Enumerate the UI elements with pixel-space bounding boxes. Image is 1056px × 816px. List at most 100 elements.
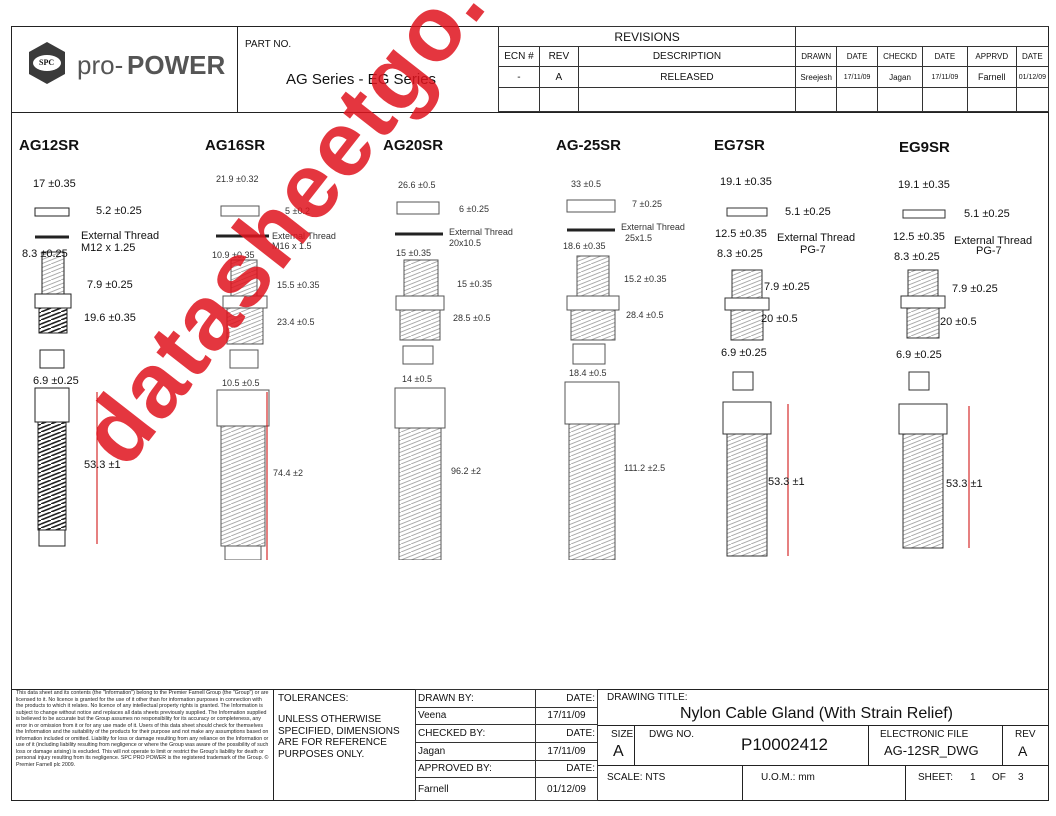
revisions-title: REVISIONS [497,25,797,48]
dim-eg9sr-4: PG-7 [976,245,1002,257]
of-value: 3 [1018,772,1024,783]
part-title-ag25sr: AG-25SR [556,137,622,154]
rev-drawn: Sreejesh [795,66,838,88]
dim-ag25sr-6: 28.4 ±0.5 [626,310,664,320]
header-block [11,26,1049,113]
dim-eg9sr-0: 19.1 ±0.35 [898,179,950,191]
rev-label: REV [1015,729,1036,740]
dim-ag20sr-8: 96.2 ±2 [451,466,481,476]
dim-ag12sr-2: External Thread [81,230,160,242]
dim-eg7sr-4: PG-7 [800,244,826,256]
dim-ag12sr-0: 17 ±0.35 [33,178,76,190]
dim-ag16sr-6: 23.4 ±0.5 [277,317,315,327]
rev-col-drawn: DRAWN [795,46,838,68]
approved-by: Farnell [415,777,536,801]
logo: SPC pro- POWER [22,40,232,92]
dim-ag25sr-3: 25x1.5 [625,233,653,243]
dim-ag25sr-7: 18.4 ±0.5 [569,368,607,378]
dim-ag20sr-1: 6 ±0.25 [459,204,489,214]
date-label-1: DATE: [535,689,598,708]
dim-ag25sr-2: External Thread [621,222,685,232]
drawing-ag20sr [394,201,446,560]
part-title-eg7sr: EG7SR [714,137,765,154]
drawn-by: Veena [415,706,536,726]
dim-ag20sr-7: 14 ±0.5 [402,374,432,384]
dim-ag16sr-2: External Thread [272,231,336,241]
rev-apprvd: Farnell [966,66,1017,88]
dim-eg9sr-5: 8.3 ±0.25 [894,251,940,263]
dim-ag20sr-3: 20x10.5 [449,238,482,248]
dim-ag25sr-4: 18.6 ±0.35 [563,241,606,251]
rev-col-date1: DATE [836,46,879,68]
rev-col-date3: DATE [1015,46,1050,68]
drawing-title-label: DRAWING TITLE: [607,692,688,703]
scale: SCALE: NTS [607,772,666,783]
part-no-label: PART NO. [245,39,292,50]
rev-date1: 17/11/09 [836,66,879,88]
dim-ag25sr-5: 15.2 ±0.35 [624,274,667,284]
dim-ag12sr-7: 6.9 ±0.25 [33,375,79,387]
dim-ag20sr-4: 15 ±0.35 [396,248,431,258]
dim-ag20sr-2: External Thread [449,227,513,237]
dim-eg7sr-5: 8.3 ±0.25 [717,248,763,260]
rev-col-checkd: CHECKD [877,46,923,68]
dim-eg7sr-9: 53.3 ±1 [768,476,805,488]
dim-eg9sr-6: 7.9 ±0.25 [952,283,998,295]
spc-logo-icon [29,42,65,84]
uom: U.O.M.: mm [761,772,815,783]
dim-ag12sr-3: M12 x 1.25 [81,242,136,254]
part-title-ag20sr: AG20SR [383,137,444,154]
dim-ag25sr-0: 33 ±0.5 [571,179,601,189]
logo-text-light: pro- [77,50,124,80]
part-title-ag16sr: AG16SR [205,137,266,154]
dim-ag25sr-8: 111.2 ±2.5 [624,463,666,473]
rev-col-rev: REV [538,46,579,68]
date-approved: 01/12/09 [535,777,598,801]
dim-eg7sr-2: 12.5 ±0.35 [715,228,767,240]
dwg-no-label: DWG NO. [649,729,694,740]
rev-col-ecn: ECN # [498,46,540,68]
sheet-value: 1 [970,772,976,783]
size-value: A [613,743,624,760]
dim-ag12sr-5: 7.9 ±0.25 [87,279,133,291]
dim-eg7sr-7: 20 ±0.5 [761,313,798,325]
dim-ag16sr-1: 5 ±0.2 [285,206,310,216]
dwg-no: P10002412 [741,735,828,754]
dim-eg9sr-9: 53.3 ±1 [946,478,983,490]
part-title-eg9sr: EG9SR [899,139,950,156]
rev-description: RELEASED [577,66,797,88]
rev-col-date2: DATE [921,46,968,68]
dim-ag16sr-4: 10.9 ±0.35 [212,250,255,260]
dim-ag12sr-6: 19.6 ±0.35 [84,312,136,324]
disclaimer-text: This data sheet and its contents (the "I… [16,690,269,768]
dim-ag20sr-5: 15 ±0.35 [457,279,492,289]
logo-text-bold: POWER [127,50,226,80]
tolerances-text: UNLESS OTHERWISE SPECIFIED, DIMENSIONS A… [278,714,400,760]
part-title-ag12sr: AG12SR [19,137,80,154]
dim-ag20sr-6: 28.5 ±0.5 [453,313,491,323]
rev-checkd: Jagan [877,66,923,88]
size-label: SIZE [611,729,634,740]
drawing-area [34,199,970,560]
dim-ag25sr-1: 7 ±0.25 [632,199,662,209]
rev-col-description: DESCRIPTION [577,46,797,68]
date-label-2: DATE: [535,724,598,743]
electronic-file-label: ELECTRONIC FILE [880,729,969,740]
dim-eg7sr-8: 6.9 ±0.25 [721,347,767,359]
dim-eg7sr-6: 7.9 ±0.25 [764,281,810,293]
drawing-eg9sr [898,209,970,549]
rev-date2: 17/11/09 [921,66,968,88]
checked-by-label: CHECKED BY: [415,724,536,743]
rev-col-apprvd: APPRVD [966,46,1017,68]
drawing-title: Nylon Cable Gland (With Strain Relief) [680,705,953,722]
drawing-ag16sr [216,205,270,560]
dim-eg9sr-7: 20 ±0.5 [940,316,977,328]
dim-eg9sr-8: 6.9 ±0.25 [896,349,942,361]
drawing-ag12sr [34,207,98,547]
date-checked: 17/11/09 [535,741,598,761]
dim-eg9sr-3: External Thread [954,235,1033,247]
tolerances-label: TOLERANCES: [278,693,349,704]
revisions-table: REVISIONS ECN # REV DESCRIPTION DRAWN DA… [497,25,1050,113]
dim-ag20sr-0: 26.6 ±0.5 [398,180,436,190]
rev-date3: 01/12/09 [1015,66,1050,88]
